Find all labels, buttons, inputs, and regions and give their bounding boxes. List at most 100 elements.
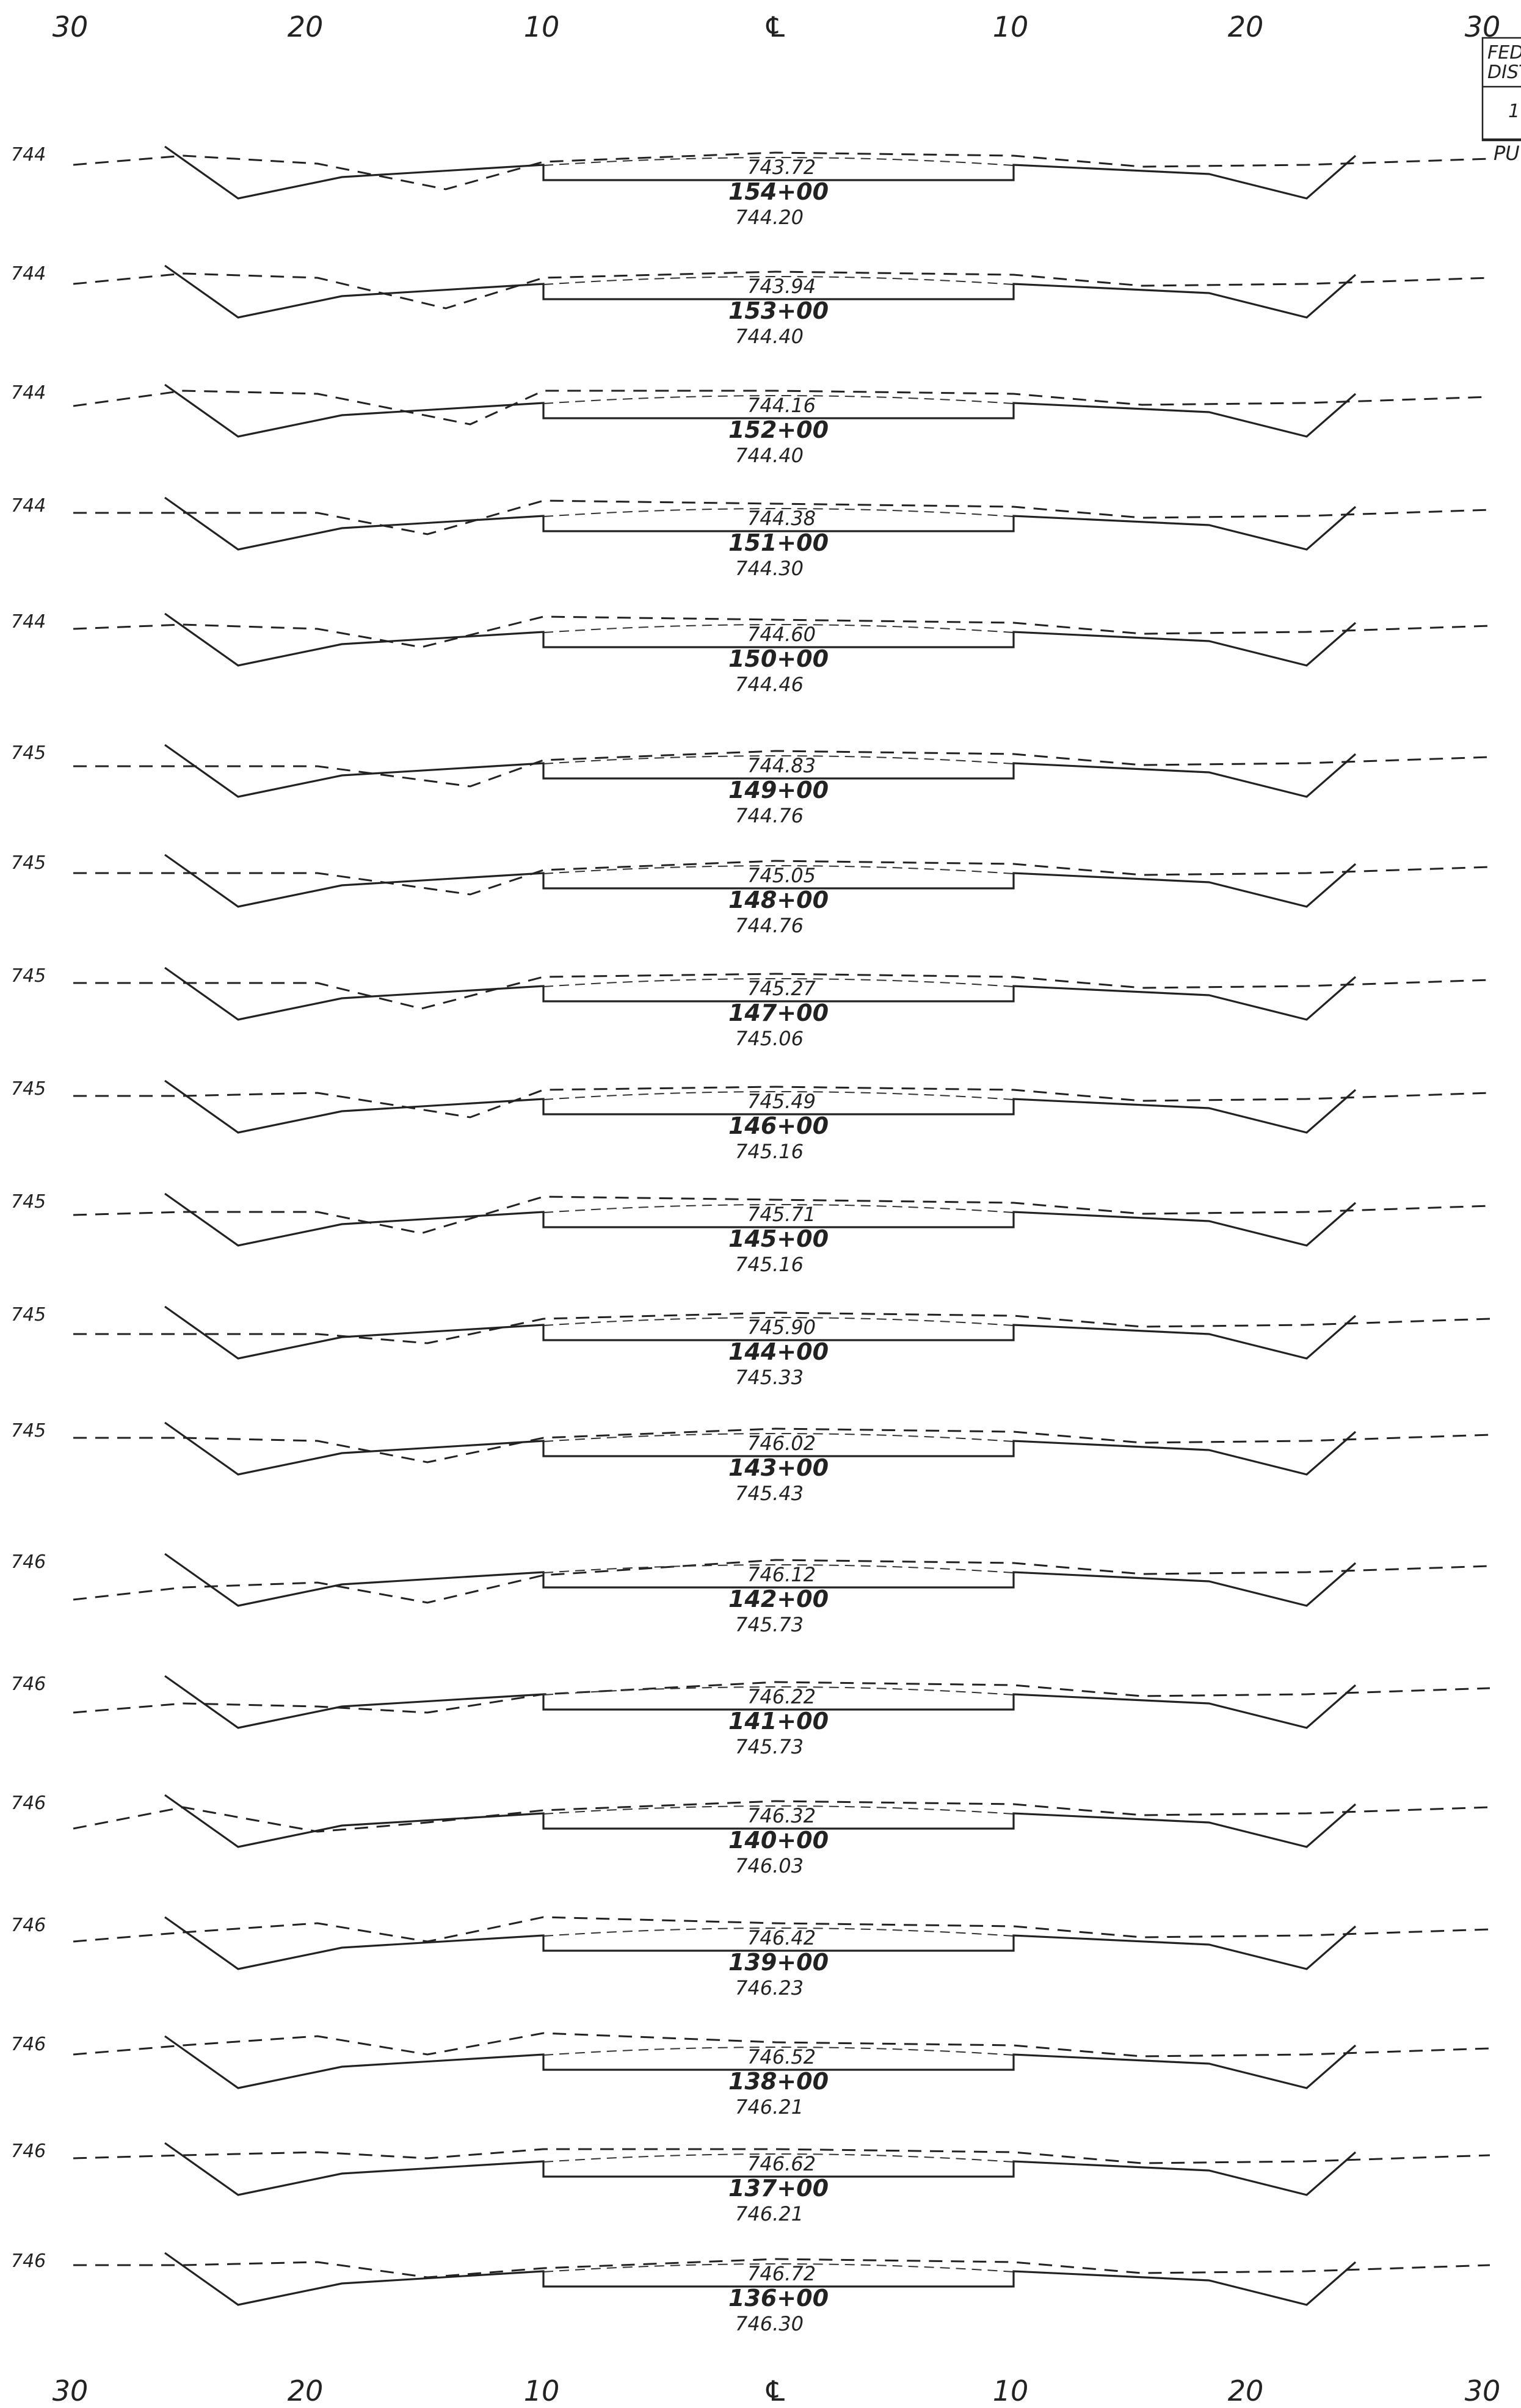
existing-ground-line xyxy=(73,1311,1490,1344)
bottom-scale-right-20: 20 xyxy=(1228,2374,1264,2407)
proposed-section-line xyxy=(164,496,1357,551)
elevation-label: 746 xyxy=(11,2250,46,2272)
station-label: 136+00 xyxy=(728,2285,829,2312)
station-label: 152+00 xyxy=(728,416,829,443)
elevation-label: 745 xyxy=(11,852,46,874)
existing-ground-line xyxy=(73,1559,1490,1604)
title-block-number: 1 xyxy=(1508,101,1520,122)
station-label: 145+00 xyxy=(728,1225,829,1252)
bottom-scale-right-10: 10 xyxy=(993,2374,1029,2407)
proposed-section-line xyxy=(164,2035,1357,2089)
title-block-fragment: FED DIST 1 PU xyxy=(1481,37,1521,165)
crown-line xyxy=(543,2047,1014,2056)
scale-label-right-10: 10 xyxy=(993,10,1029,43)
elevation-label: 746 xyxy=(11,1793,46,1814)
proposed-section-line xyxy=(164,1675,1357,1729)
elevation-label: 745 xyxy=(11,1304,46,1325)
crown-line xyxy=(543,1317,1014,1326)
grade-elevation: 746.62 xyxy=(747,2152,816,2175)
crown-line xyxy=(543,865,1014,874)
ground-elevation: 744.40 xyxy=(735,325,804,348)
existing-ground-line xyxy=(73,615,1490,648)
crown-line xyxy=(543,1564,1014,1573)
elevation-label: 746 xyxy=(11,2034,46,2055)
existing-ground-line xyxy=(73,1195,1490,1235)
elevation-label: 745 xyxy=(11,965,46,987)
grade-elevation: 746.02 xyxy=(747,1432,816,1455)
crown-line xyxy=(543,1805,1014,1815)
grade-elevation: 744.16 xyxy=(747,394,816,417)
grade-elevation: 745.71 xyxy=(747,1203,816,1226)
crown-line xyxy=(543,276,1014,285)
grade-elevation: 746.22 xyxy=(747,1685,816,1708)
grade-elevation: 745.49 xyxy=(747,1090,816,1113)
ground-elevation: 744.30 xyxy=(735,557,804,580)
scale-label-right-20: 20 xyxy=(1228,10,1264,43)
station-label: 139+00 xyxy=(728,1949,829,1976)
grade-elevation: 745.90 xyxy=(747,1316,816,1339)
ground-elevation: 745.16 xyxy=(735,1140,804,1163)
scale-label-left-20: 20 xyxy=(288,10,324,43)
proposed-section-line xyxy=(164,612,1357,667)
proposed-section-line xyxy=(164,383,1357,438)
title-block-frame xyxy=(1481,37,1521,142)
station-label: 141+00 xyxy=(728,1708,829,1735)
station-label: 150+00 xyxy=(728,645,829,672)
scale-label-left-30: 30 xyxy=(53,10,89,43)
ground-elevation: 744.46 xyxy=(735,673,804,696)
crown-line xyxy=(543,2153,1014,2163)
crown-line xyxy=(543,978,1014,987)
crown-line xyxy=(543,1204,1014,1213)
proposed-section-line xyxy=(164,1079,1357,1134)
elevation-label: 745 xyxy=(11,1420,46,1442)
crown-line xyxy=(543,395,1014,404)
station-label: 144+00 xyxy=(728,1338,829,1365)
grade-elevation: 744.83 xyxy=(747,754,816,777)
elevation-label: 745 xyxy=(11,1191,46,1213)
bottom-scale-left-20: 20 xyxy=(288,2374,324,2407)
bottom-scale-centerline: ℄ xyxy=(763,2374,788,2407)
cross-sections: 744743.72154+00744.20744743.94153+00744.… xyxy=(11,144,1490,2335)
station-label: 148+00 xyxy=(728,887,829,913)
existing-ground-line xyxy=(73,1800,1490,1833)
grade-elevation: 746.32 xyxy=(747,1804,816,1827)
station-label: 140+00 xyxy=(728,1827,829,1854)
title-block-fed: FED xyxy=(1487,42,1521,63)
ground-elevation: 745.43 xyxy=(735,1482,804,1505)
elevation-label: 745 xyxy=(11,1078,46,1100)
station-label: 143+00 xyxy=(728,1454,829,1481)
ground-elevation: 745.06 xyxy=(735,1027,804,1050)
elevation-label: 744 xyxy=(11,263,46,285)
station-label: 147+00 xyxy=(728,999,829,1026)
existing-ground-line xyxy=(73,1681,1490,1714)
elevation-label: 746 xyxy=(11,1674,46,1695)
ground-elevation: 744.76 xyxy=(735,914,804,937)
existing-ground-line xyxy=(73,1427,1490,1463)
ground-elevation: 745.73 xyxy=(735,1735,804,1758)
elevation-label: 746 xyxy=(11,1915,46,1936)
proposed-section-line xyxy=(164,1421,1357,1476)
station-label: 151+00 xyxy=(728,529,829,556)
existing-ground-line xyxy=(73,270,1490,310)
station-label: 137+00 xyxy=(728,2175,829,2202)
bottom-scale-left-30: 30 xyxy=(53,2374,89,2407)
proposed-section-line xyxy=(164,966,1357,1021)
crown-line xyxy=(543,2263,1014,2272)
title-block-pu: PU xyxy=(1494,142,1520,165)
station-label: 149+00 xyxy=(728,777,829,803)
ground-elevation: 744.20 xyxy=(735,206,804,229)
proposed-section-line xyxy=(164,1916,1357,1970)
